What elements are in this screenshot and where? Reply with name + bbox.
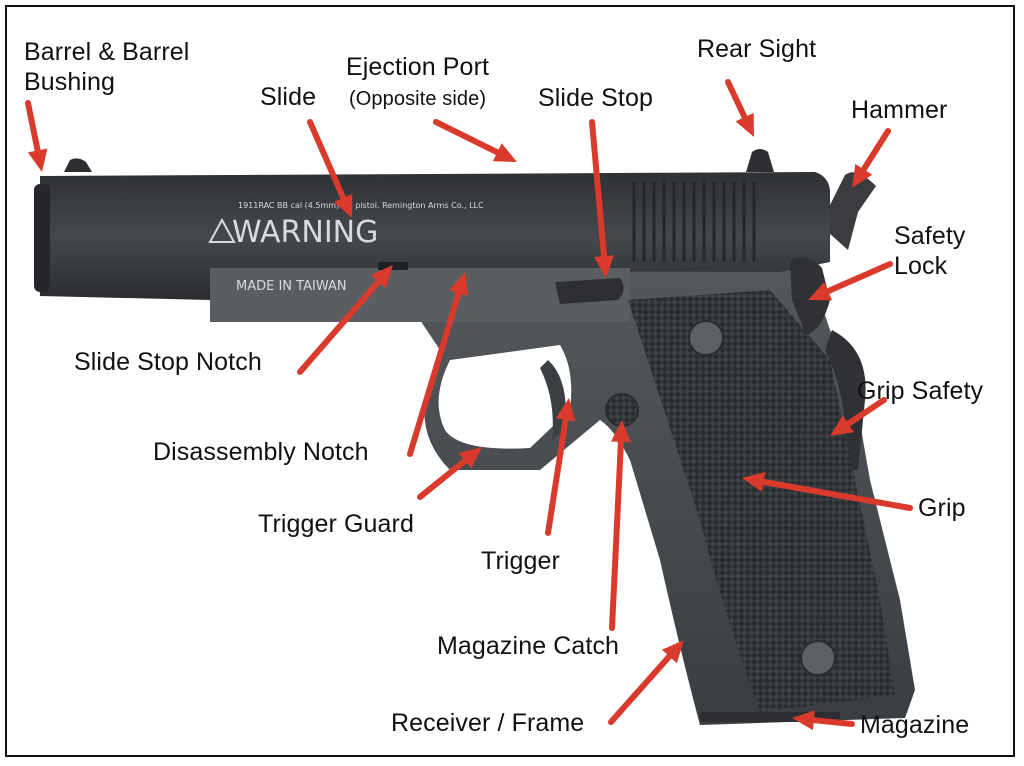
label-safety-lock: Safety Lock	[894, 221, 965, 281]
trigger-part	[540, 360, 566, 440]
label-receiver-frame: Receiver / Frame	[391, 709, 585, 737]
arrow-hammer-head	[852, 164, 873, 188]
arrow-ejection-port-head	[492, 143, 517, 162]
front-sight-part	[64, 158, 92, 172]
grip-panel-part	[628, 290, 895, 712]
stamp-warning-triangle-icon	[208, 217, 236, 243]
label-barrel-line-1: Barrel & Barrel	[24, 38, 190, 66]
arrow-disassembly-notch-head	[449, 272, 469, 296]
arrow-magazine-shaft	[810, 717, 855, 727]
grip-safety-part	[825, 330, 866, 470]
label-trigger-guard: Trigger Guard	[258, 510, 414, 538]
slide-stop-notch-part	[378, 262, 408, 270]
arrow-trigger-guard-head	[458, 447, 482, 469]
slide-serrations	[632, 182, 756, 262]
label-grip: Grip	[918, 494, 966, 522]
arrow-safety-lock-shaft	[825, 261, 893, 295]
grip-screw-bottom	[800, 640, 836, 676]
arrow-slide-stop-notch-head	[371, 265, 393, 289]
arrow-magazine-catch-head	[610, 420, 631, 443]
arrow-grip-head	[742, 472, 766, 492]
label-barrel: Barrel & Barrel Bushing	[24, 37, 189, 97]
arrow-slide-stop-shaft	[589, 119, 608, 260]
label-barrel-line-2: Bushing	[24, 68, 116, 96]
arrow-receiver-frame-shaft	[608, 653, 673, 725]
arrow-hammer-shaft	[860, 128, 891, 173]
arrow-grip-safety-head	[830, 415, 854, 436]
arrow-trigger-shaft	[545, 416, 569, 536]
arrow-slide-stop-notch-shaft	[297, 278, 382, 375]
arrow-slide-shaft	[307, 119, 347, 201]
arrow-receiver-frame-head	[661, 640, 684, 664]
slide-stop-part	[555, 278, 624, 304]
arrow-ejection-port-shaft	[433, 119, 501, 156]
arrow-barrel-head	[27, 148, 48, 172]
arrow-barrel-shaft	[25, 100, 41, 154]
stamp-model-line: 1911RAC BB cal (4.5mm) BB pistol. Reming…	[238, 201, 484, 210]
magazine-base-part	[700, 712, 840, 722]
label-slide-stop-notch: Slide Stop Notch	[74, 348, 262, 376]
rear-sight-part	[746, 149, 774, 172]
callout-arrows	[25, 79, 913, 731]
barrel-bushing-part	[34, 184, 50, 292]
arrow-disassembly-notch-shaft	[407, 290, 462, 457]
label-rear-sight: Rear Sight	[697, 35, 817, 63]
arrow-slide-stop-head	[594, 255, 614, 278]
arrow-safety-lock-head	[808, 281, 833, 301]
stamp-warning: WARNING	[232, 215, 378, 250]
arrow-trigger-head	[555, 398, 576, 422]
trigger-guard-opening	[438, 345, 572, 449]
arrow-slide-head	[334, 193, 353, 218]
label-grip-safety: Grip Safety	[857, 377, 984, 405]
label-safety-lock-line-1: Safety	[894, 222, 966, 250]
arrow-magazine-catch-shaft	[609, 438, 624, 631]
arrow-rear-sight-head	[735, 112, 754, 137]
label-safety-lock-line-2: Lock	[894, 252, 948, 280]
arrow-trigger-guard-shaft	[417, 457, 468, 500]
stamp-made-in: MADE IN TAIWAN	[236, 279, 347, 294]
label-ejection-port-note: (Opposite side)	[349, 88, 487, 110]
safety-lock-part	[790, 257, 830, 335]
grip-screw-top	[688, 320, 724, 356]
label-disassembly-notch: Disassembly Notch	[153, 438, 369, 466]
arrow-magazine-head	[792, 710, 815, 731]
label-magazine-catch: Magazine Catch	[437, 632, 620, 660]
arrow-grip-shaft	[760, 478, 913, 511]
hammer-part	[820, 172, 876, 250]
label-magazine: Magazine	[860, 711, 970, 739]
arrow-grip-safety-shaft	[845, 397, 887, 427]
arrow-rear-sight-shaft	[725, 79, 748, 121]
label-ejection-port: Ejection Port	[346, 53, 490, 81]
label-slide-stop: Slide Stop	[538, 84, 653, 112]
pistol-illustration: WARNING 1911RAC BB cal (4.5mm) BB pistol…	[34, 149, 915, 725]
label-trigger: Trigger	[481, 547, 560, 575]
label-slide: Slide	[260, 83, 317, 111]
label-hammer: Hammer	[851, 96, 948, 124]
